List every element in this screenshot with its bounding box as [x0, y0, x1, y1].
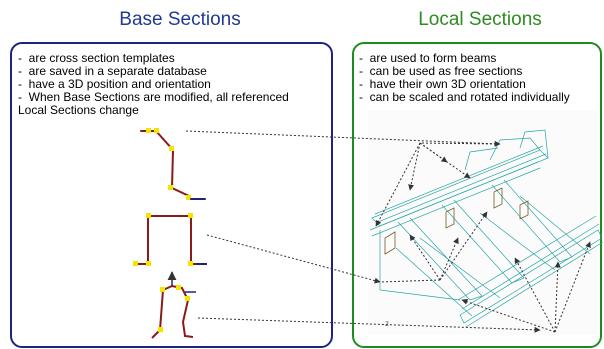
local-sections-panel	[352, 42, 602, 348]
base-bullet: - have a 3D position and orientation	[18, 77, 211, 91]
connector-arrows	[185, 130, 591, 333]
irregular-section-icon	[151, 271, 196, 339]
hat-section-icon	[133, 213, 207, 266]
model-axis-label: z	[385, 319, 389, 328]
local-bullet: - can be used as free sections	[359, 64, 523, 78]
base-bullet: Local Sections change	[18, 103, 139, 117]
local-bullet: - are used to form beams	[359, 51, 497, 65]
base-bullet: - are cross section templates	[18, 51, 175, 65]
beam-structure-3d: z	[368, 110, 604, 335]
base-sections-panel	[10, 42, 333, 348]
zigzag-section-icon	[140, 128, 206, 200]
base-bullet: - are saved in a separate database	[18, 64, 207, 78]
base-sections-title: Base Sections	[119, 9, 241, 30]
local-sections-title: Local Sections	[418, 9, 542, 30]
local-bullet: - have their own 3D orientation	[359, 77, 526, 91]
base-sections-bullets: - are cross section templates - are save…	[18, 52, 328, 117]
local-sections-bullets: - are used to form beams - can be used a…	[359, 52, 599, 104]
local-bullet: - can be scaled and rotated individually	[359, 90, 570, 104]
base-bullet: - When Base Sections are modified, all r…	[18, 90, 289, 104]
